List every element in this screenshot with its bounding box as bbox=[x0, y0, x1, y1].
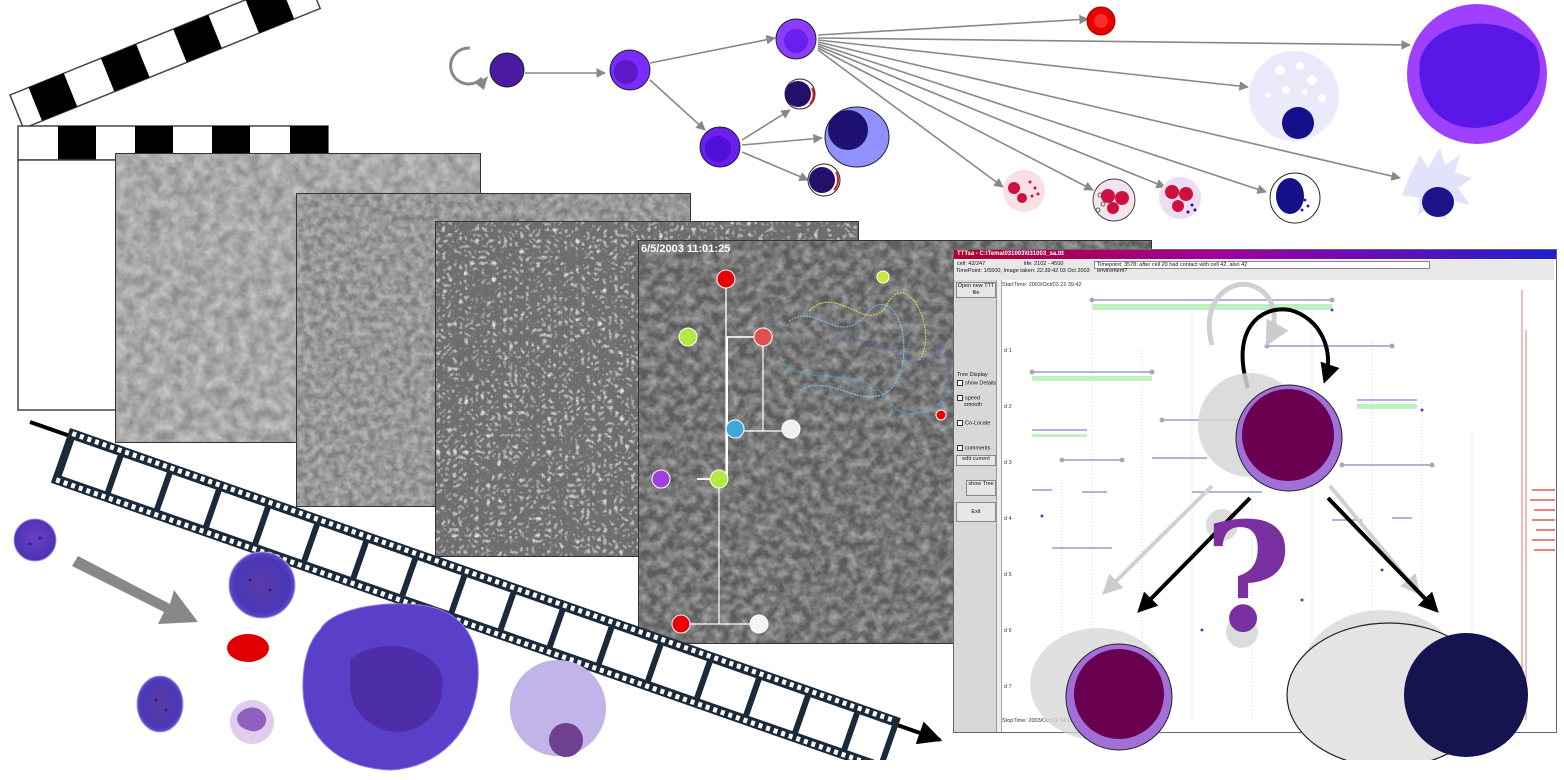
stop-time: StopTime: 2003/Oct/11 14:13:27 bbox=[1002, 718, 1081, 724]
cell-life: life: 2102 - 4500 bbox=[1024, 261, 1064, 267]
day-label: d 7 bbox=[1004, 684, 1012, 690]
lineage-tree-diagram bbox=[449, 4, 1547, 224]
cell-fate-question-overlay: ? bbox=[1030, 281, 1528, 760]
ttt-scrollbar[interactable] bbox=[997, 280, 1002, 732]
speed-checkbox[interactable]: speed bbox=[957, 395, 980, 401]
blood-smear-cells bbox=[13, 518, 606, 771]
ttt-title-bar: TTTsa - C:\Tema\031003\031003_sa.ttt bbox=[954, 250, 1556, 259]
frame-timestamp: 6/5/2003 11:01:25 bbox=[641, 243, 731, 255]
exit-button[interactable]: Exit bbox=[956, 502, 996, 522]
lineage-nodes bbox=[489, 4, 1547, 224]
day-label: d 6 bbox=[1004, 628, 1012, 634]
colocate-checkbox[interactable]: Co-Locate bbox=[957, 420, 990, 426]
show-tree-button[interactable]: show Tree bbox=[966, 480, 996, 496]
tree-display-label: Tree Display bbox=[957, 372, 988, 378]
show-details-checkbox[interactable]: show Details bbox=[957, 380, 996, 386]
smooth-checkbox[interactable]: smooth bbox=[964, 402, 983, 408]
differentiation-arrow bbox=[72, 556, 198, 624]
day-label: d 1 bbox=[1004, 348, 1012, 354]
film-strip-icon bbox=[29, 420, 943, 760]
stem-cell-node bbox=[489, 52, 525, 88]
day-label: d 4 bbox=[1004, 516, 1012, 522]
timepoint-info: TimePoint: 1/5500, Image taken: 22:39:42… bbox=[956, 268, 1090, 274]
start-time: StartTime: 2003/Oct/03 22:39:42 bbox=[1002, 282, 1082, 288]
open-file-button[interactable]: Open new TTT file bbox=[956, 282, 996, 298]
comments-checkbox[interactable]: comments bbox=[957, 445, 990, 451]
lineage-edges bbox=[525, 14, 1411, 194]
cell-id: cell: 42/247 bbox=[957, 261, 986, 267]
ttt-control-panel: Open new TTT file Tree Display show Deta… bbox=[954, 280, 997, 732]
day-label: d 5 bbox=[1004, 572, 1012, 578]
self-renew-arrow-icon bbox=[449, 46, 484, 86]
question-mark-icon: ? bbox=[1204, 490, 1292, 666]
day-label: d 3 bbox=[1004, 460, 1012, 466]
edit-current-button[interactable]: edit current bbox=[956, 455, 996, 466]
day-label: d 2 bbox=[1004, 404, 1012, 410]
comment-field[interactable]: Timepoint: 3578: after cell 20 had conta… bbox=[1094, 261, 1430, 274]
